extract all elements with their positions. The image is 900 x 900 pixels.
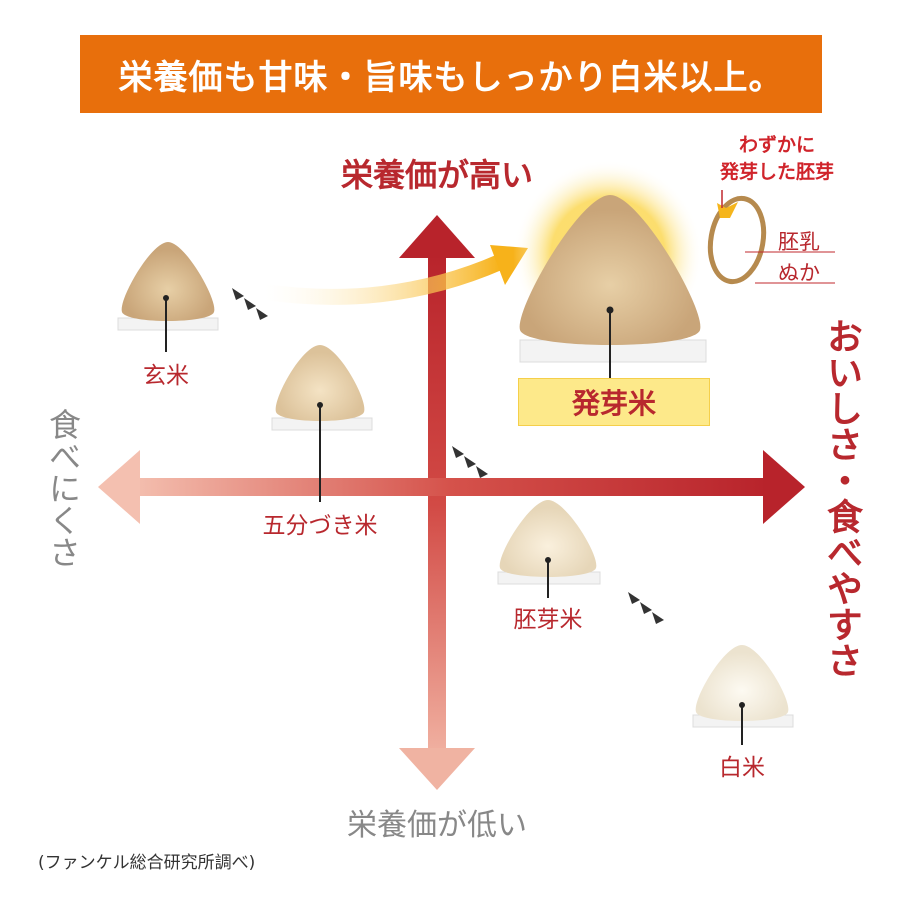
axis-label-low-nutrition: 栄養価が低い [347,808,527,843]
header-title: 栄養価も甘味・旨味もしっかり白米以上。 [118,57,784,98]
label-genmai: 玄米 [143,363,189,389]
axis-label-high-nutrition: 栄養価が高い [340,156,534,194]
bran-label: ぬか [778,261,820,285]
germ-label-line2: 発芽した胚芽 [719,161,834,183]
onigiri-genmai [117,242,219,352]
curved-arrow [263,245,528,305]
label-haigamai: 胚芽米 [513,607,583,633]
label-hakumai: 白米 [719,755,765,781]
horizontal-axis-arrow [98,450,805,524]
germ-label-line1: わずかに [738,134,815,156]
axis-label-hard-to-eat: 食べにくさ [44,408,82,568]
header-banner: 栄養価も甘味・旨味もしっかり白米以上。 [80,35,822,113]
germ-label: わずかに 発芽した胚芽 [712,130,842,184]
onigiri-haigamai [497,500,601,598]
label-hatsugamai: 発芽米 [518,378,710,426]
source-note: (ファンケル総合研究所調べ) [38,853,256,873]
rice-grain-diagram [707,190,835,285]
onigiri-hatsugamai [513,160,707,378]
endosperm-label: 胚乳 [778,230,820,254]
onigiri-hakumai [692,645,794,745]
label-gobuzuki: 五分づき米 [262,513,378,539]
onigiri-gobuzuki [271,345,373,502]
label-hatsugamai-text: 発芽米 [571,387,656,420]
step-markers [232,288,664,624]
axis-label-tasty-easy: おいしさ・食べやすさ [821,318,862,678]
vertical-axis-arrow [399,215,475,790]
